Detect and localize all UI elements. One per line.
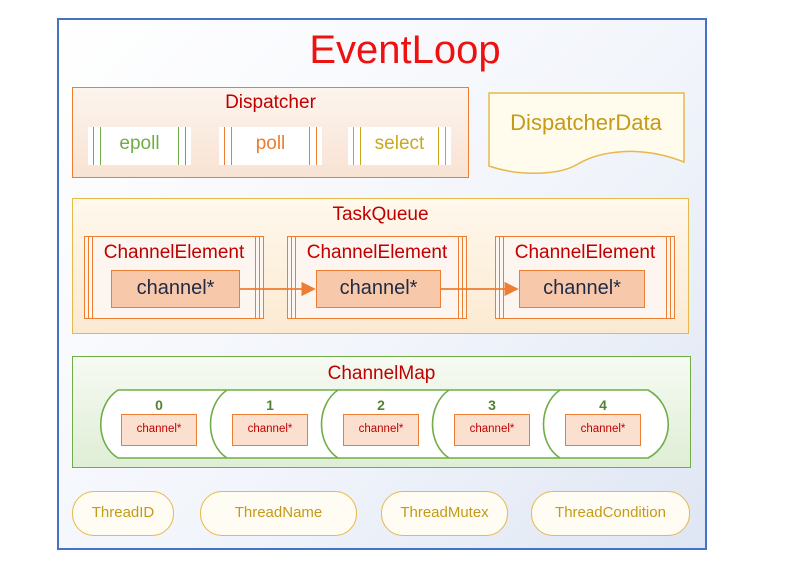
channel-element-1-left-bar xyxy=(88,237,93,318)
channel-element-2-right-bar xyxy=(458,237,463,318)
event-loop-title: EventLoop xyxy=(309,28,501,72)
channel-map-slot-4-index: 4 xyxy=(599,397,607,413)
dispatcher-data-shape xyxy=(488,92,685,174)
channel-map-divider-1 xyxy=(209,389,228,459)
channel-map-slot-3-index: 3 xyxy=(488,397,496,413)
channel-element-3-left-bar xyxy=(499,237,504,318)
task-queue-title: TaskQueue xyxy=(332,204,429,225)
dispatcher-poll-label: poll xyxy=(255,133,286,154)
channel-map-title: ChannelMap xyxy=(327,363,436,384)
channel-element-1-right-bar xyxy=(255,237,260,318)
dispatcher-poll: poll xyxy=(219,127,322,165)
thread-name-field: ThreadName xyxy=(200,491,357,536)
dispatcher-select-label: select xyxy=(374,133,425,154)
channel-map-divider-3 xyxy=(431,389,450,459)
dispatcher-epoll: epoll xyxy=(88,127,191,165)
channel-map-slot-0-channel: channel* xyxy=(121,414,197,446)
thread-mutex-field: ThreadMutex xyxy=(381,491,508,536)
dispatcher-epoll-label: epoll xyxy=(119,133,160,154)
channel-element-1-title: ChannelElement xyxy=(103,242,245,263)
channel-map-slot-1-index: 1 xyxy=(266,397,274,413)
thread-condition-field: ThreadCondition xyxy=(531,491,690,536)
channel-element-3-title: ChannelElement xyxy=(514,242,656,263)
channel-map-slot-0-index: 0 xyxy=(155,397,163,413)
channel-element-3-right-bar xyxy=(666,237,671,318)
channel-map-slot-2-index: 2 xyxy=(377,397,385,413)
channel-map-divider-2 xyxy=(320,389,339,459)
channel-map-slot-3-channel: channel* xyxy=(454,414,530,446)
dispatcher-title: Dispatcher xyxy=(225,92,316,113)
channel-map-divider-4 xyxy=(542,389,561,459)
channel-map-slot-1-channel: channel* xyxy=(232,414,308,446)
channel-element-2-channel: channel* xyxy=(316,270,441,308)
thread-id-field: ThreadID xyxy=(72,491,174,536)
dispatcher-data-label: DispatcherData xyxy=(510,110,662,135)
channel-element-1-channel: channel* xyxy=(111,270,240,308)
dispatcher-select: select xyxy=(348,127,451,165)
channel-element-2-left-bar xyxy=(291,237,296,318)
channel-map-slot-2-channel: channel* xyxy=(343,414,419,446)
channel-map-slot-4-channel: channel* xyxy=(565,414,641,446)
channel-element-3-channel: channel* xyxy=(519,270,645,308)
channel-element-2-title: ChannelElement xyxy=(306,242,448,263)
